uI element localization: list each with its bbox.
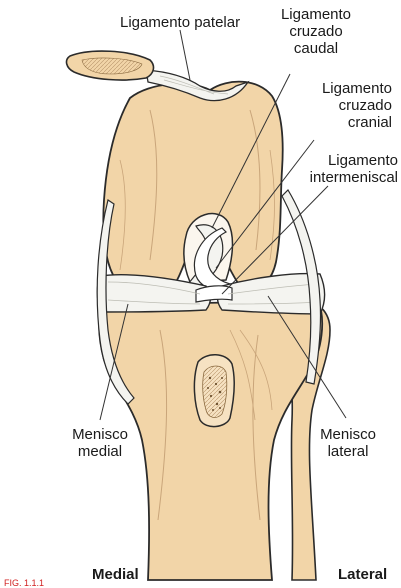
figure-caption-fragment: FIG. 1.1.1 [4, 578, 44, 588]
label-patellar-ligament: Ligamento patelar [120, 14, 240, 31]
label-side-lateral: Lateral [338, 566, 387, 583]
label-side-medial: Medial [92, 566, 139, 583]
leader-patellar-ligament [180, 30, 190, 80]
label-cranial-cruciate: Ligamento cruzado cranial [296, 80, 392, 131]
label-lateral-meniscus: Menisco lateral [308, 426, 388, 460]
label-caudal-cruciate: Ligamento cruzado caudal [270, 6, 362, 57]
label-intermeniscal: Ligamento intermeniscal [290, 152, 398, 186]
intermeniscal-ligament [196, 286, 232, 302]
label-medial-meniscus: Menisco medial [60, 426, 140, 460]
